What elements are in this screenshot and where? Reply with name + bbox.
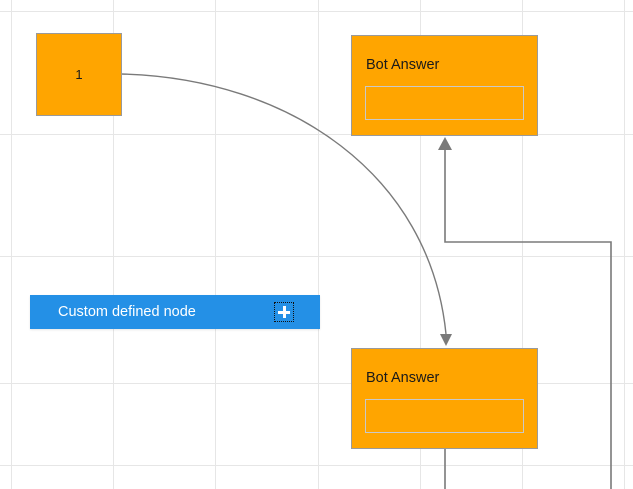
custom-defined-node-bar[interactable]: Custom defined node [30,295,320,329]
bot-answer-top-title: Bot Answer [366,57,440,73]
bot-answer-top-slot[interactable] [365,86,524,120]
node-1-label: 1 [75,67,83,82]
plus-icon[interactable] [274,302,294,322]
node-1[interactable]: 1 [36,33,122,116]
bot-answer-bottom-title: Bot Answer [366,370,440,386]
custom-defined-node-label: Custom defined node [58,303,196,320]
plus-icon-vertical-bar [282,306,286,318]
bot-answer-top-node[interactable]: Bot Answer [351,35,538,136]
bot-answer-bottom-node[interactable]: Bot Answer [351,348,538,449]
bot-answer-bottom-slot[interactable] [365,399,524,433]
